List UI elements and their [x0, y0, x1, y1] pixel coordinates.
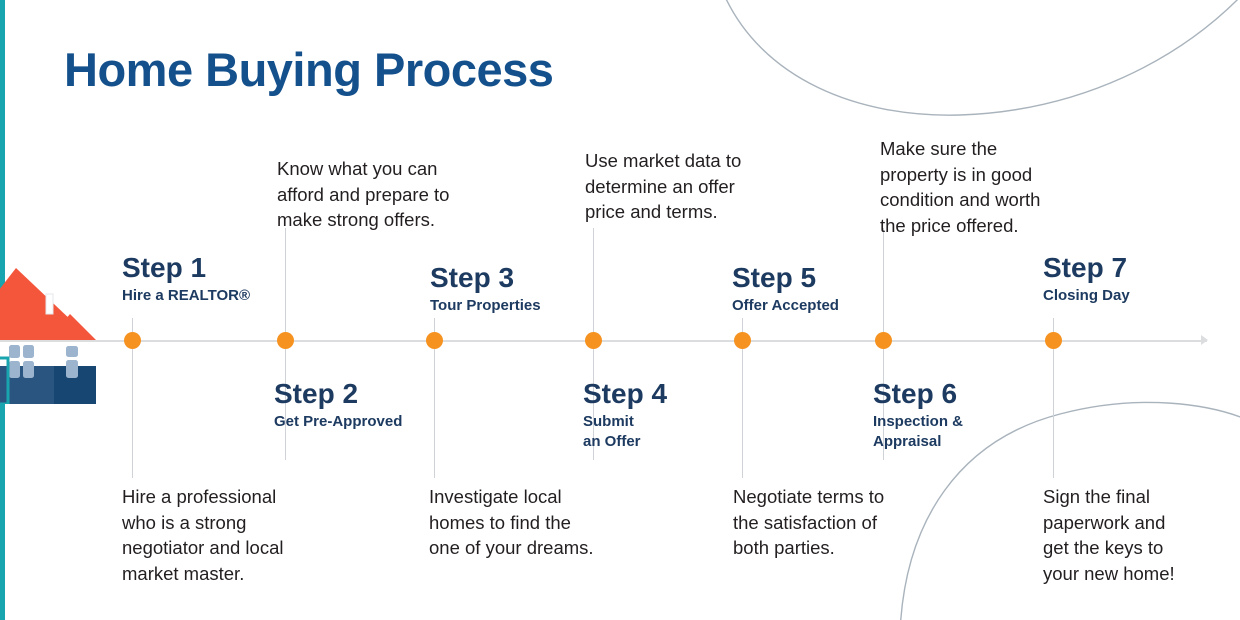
connector-step-6-lower: [883, 348, 884, 460]
page-title: Home Buying Process: [64, 43, 554, 96]
connector-step-2: [285, 228, 286, 342]
timeline-dot-step-7[interactable]: [1045, 332, 1062, 349]
connector-step-6: [883, 228, 884, 342]
step-subtitle-1: Hire a REALTOR®: [122, 287, 251, 305]
step-number-5: Step 5: [732, 262, 817, 293]
step-subtitle-5: Offer Accepted: [732, 297, 839, 315]
step-label-3: Step 3 Tour Properties: [430, 262, 541, 316]
connector-step-3: [434, 318, 435, 342]
step-label-6: Step 6 Inspection & Appraisal: [873, 378, 963, 451]
step-subtitle-7: Closing Day: [1043, 287, 1130, 305]
timeline-dot-step-2[interactable]: [277, 332, 294, 349]
step-label-2: Step 2 Get Pre-Approved: [274, 378, 402, 432]
connector-step-5: [742, 318, 743, 342]
step-number-7: Step 7: [1043, 252, 1128, 283]
step-subtitle-6: Inspection & Appraisal: [873, 413, 964, 450]
timeline-dot-step-4[interactable]: [585, 332, 602, 349]
connector-step-4: [593, 228, 594, 342]
step-description-5: Negotiate terms to the satisfaction of b…: [733, 486, 885, 559]
connector-step-1-lower: [132, 348, 133, 478]
step-description-1: Hire a professional who is a strong nego…: [122, 486, 284, 584]
step-subtitle-2: Get Pre-Approved: [274, 413, 403, 431]
timeline-dot-step-6[interactable]: [875, 332, 892, 349]
connector-step-2-lower: [285, 348, 286, 460]
step-subtitle-4: Submit an Offer: [583, 413, 641, 450]
step-number-4: Step 4: [583, 378, 668, 409]
timeline-dot-step-1[interactable]: [124, 332, 141, 349]
connector-step-5-lower: [742, 348, 743, 478]
step-label-5: Step 5 Offer Accepted: [732, 262, 839, 316]
timeline-axis: [0, 340, 1207, 342]
step-description-2: Know what you can afford and prepare to …: [277, 158, 450, 231]
step-number-2: Step 2: [274, 378, 359, 409]
step-description-4: Use market data to determine an offer pr…: [585, 150, 742, 223]
arc-top-right-icon: [725, 0, 1239, 116]
connector-step-1: [132, 318, 133, 342]
timeline-arrow-icon: [1201, 335, 1208, 345]
step-number-3: Step 3: [430, 262, 515, 293]
step-number-1: Step 1: [122, 252, 207, 283]
step-number-6: Step 6: [873, 378, 958, 409]
connector-step-7: [1053, 318, 1054, 342]
step-label-7: Step 7 Closing Day: [1043, 252, 1130, 306]
step-description-7: Sign the final paperwork and get the key…: [1043, 486, 1175, 584]
step-label-1: Step 1 Hire a REALTOR®: [122, 252, 250, 306]
timeline-dot-step-3[interactable]: [426, 332, 443, 349]
connector-step-3-lower: [434, 348, 435, 478]
step-description-6: Make sure the property is in good condit…: [880, 138, 1041, 236]
connector-step-4-lower: [593, 348, 594, 460]
step-subtitle-3: Tour Properties: [430, 297, 541, 315]
house-graphic-icon: [0, 268, 96, 404]
timeline-dot-step-5[interactable]: [734, 332, 751, 349]
step-description-3: Investigate local homes to find the one …: [429, 486, 594, 559]
step-label-4: Step 4 Submit an Offer: [583, 378, 667, 451]
connector-step-7-lower: [1053, 348, 1054, 478]
